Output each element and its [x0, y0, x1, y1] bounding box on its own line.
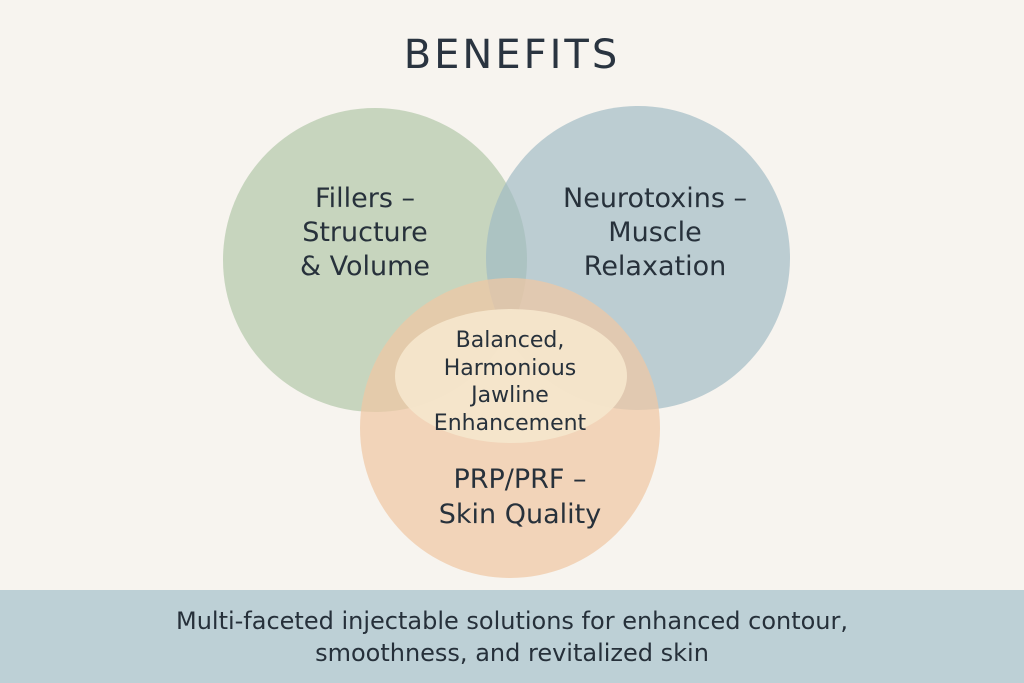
- prp-label: PRP/PRF – Skin Quality: [438, 464, 602, 531]
- fillers-label: Fillers – Structure & Volume: [299, 183, 431, 282]
- neurotoxins-label: Neurotoxins – Muscle Relaxation: [563, 183, 747, 282]
- footer-text: Multi-faceted injectable solutions for e…: [175, 607, 849, 667]
- center-label: Balanced, Harmonious Jawline Enhancement: [433, 328, 587, 436]
- diagram-title: BENEFITS: [403, 32, 621, 78]
- footer-banner: Multi-faceted injectable solutions for e…: [0, 590, 1024, 683]
- center-overlap-ellipse: [395, 309, 627, 443]
